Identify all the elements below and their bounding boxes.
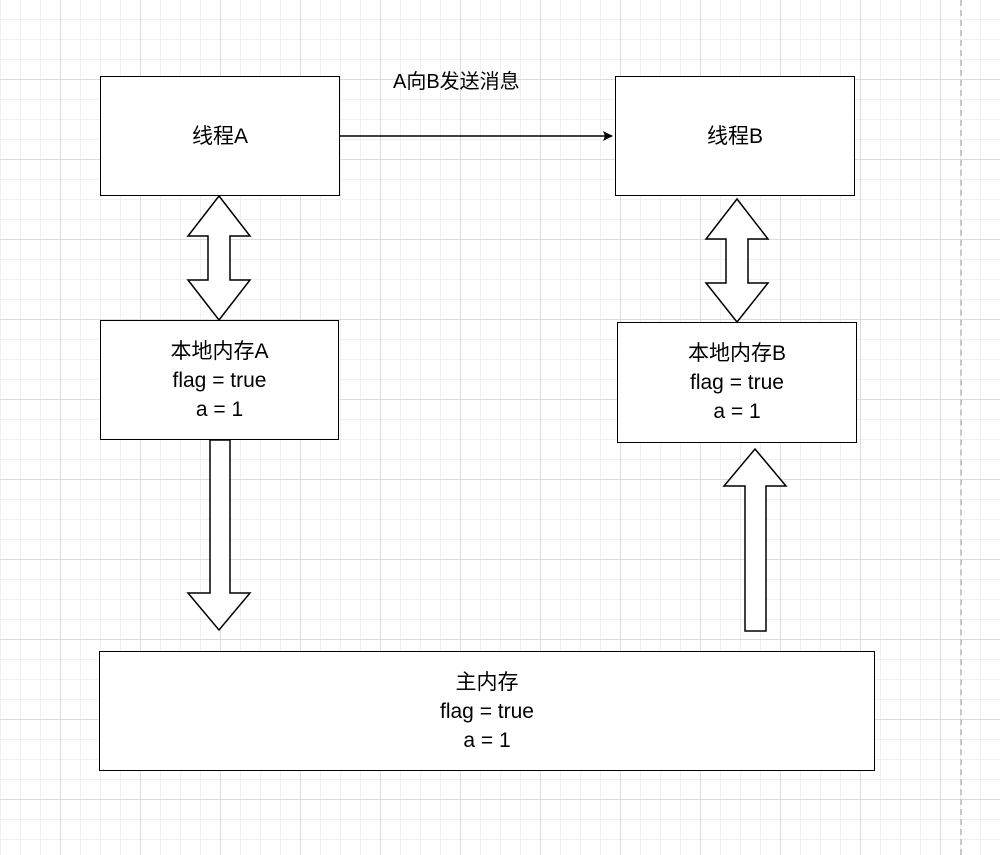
local-memory-a-a-value: a = 1 [195,397,244,421]
local-memory-b-node[interactable]: 本地内存B flag = true a = 1 [617,322,857,443]
main-to-local-b-arrow [722,447,788,632]
main-memory-title: 主内存 [455,670,519,694]
local-memory-b-title: 本地内存B [687,342,786,365]
thread-a-node[interactable]: 线程A [100,76,340,196]
thread-b-node[interactable]: 线程B [615,76,855,196]
message-label: A向B发送消息 [393,71,520,93]
thread-b-local-b-double-arrow [704,197,770,324]
local-memory-a-title: 本地内存A [170,339,269,363]
thread-a-label: 线程A [191,124,248,148]
thread-b-label: 线程B [706,124,763,148]
local-a-to-main-arrow [186,439,252,632]
main-memory-node[interactable]: 主内存 flag = true a = 1 [99,651,875,771]
local-memory-b-a-value: a = 1 [713,400,761,423]
page-boundary-line [960,0,962,855]
thread-a-local-a-double-arrow [186,194,252,322]
local-memory-b-flag: flag = true [690,371,784,394]
local-memory-a-flag: flag = true [172,368,267,392]
main-memory-a-value: a = 1 [463,728,511,752]
local-memory-a-node[interactable]: 本地内存A flag = true a = 1 [100,320,339,440]
main-memory-flag: flag = true [440,699,534,723]
